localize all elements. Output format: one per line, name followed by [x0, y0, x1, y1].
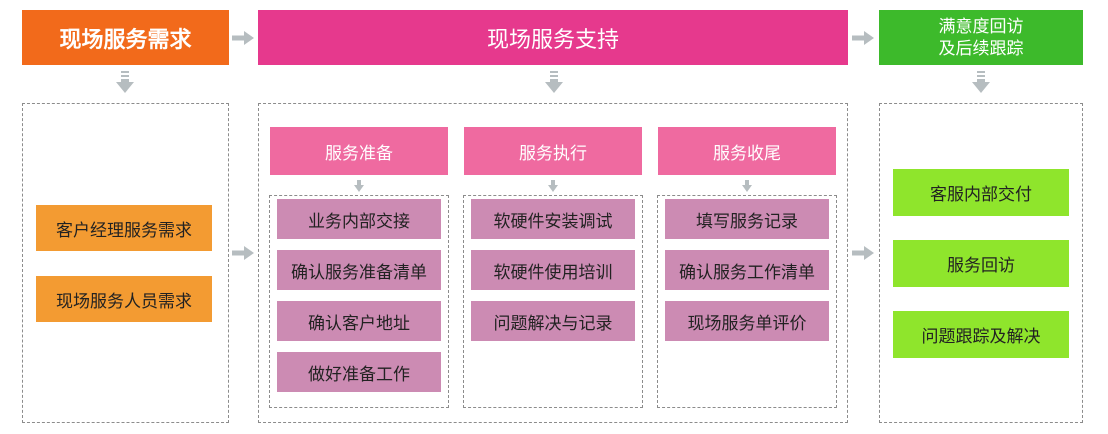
right-column-container	[879, 103, 1083, 423]
left-column-item: 客户经理服务需求	[36, 205, 212, 251]
right-arrow-icon	[852, 246, 874, 260]
subheader-service-prepare-label: 服务准备	[325, 143, 393, 164]
subheader-service-execute-label: 服务执行	[519, 143, 587, 164]
prepare-item-label: 确认客户地址	[308, 313, 410, 334]
right-column-item: 问题跟踪及解决	[893, 311, 1069, 358]
prepare-item: 做好准备工作	[277, 352, 441, 392]
close-items-container	[657, 195, 837, 408]
right-column-item: 客服内部交付	[893, 169, 1069, 216]
down-arrow-icon	[972, 71, 990, 93]
prepare-item: 确认客户地址	[277, 301, 441, 341]
left-column-item: 现场服务人员需求	[36, 276, 212, 322]
prepare-item: 业务内部交接	[277, 199, 441, 239]
right-column-item-label: 服务回访	[947, 256, 1015, 276]
right-arrow-icon	[852, 31, 874, 45]
close-item: 填写服务记录	[665, 199, 829, 239]
middle-column-container	[258, 103, 848, 423]
header-satisfaction-line2: 及后续跟踪	[938, 38, 1024, 59]
subheader-service-close: 服务收尾	[658, 127, 836, 175]
prepare-item: 确认服务准备清单	[277, 250, 441, 290]
close-item: 确认服务工作清单	[665, 250, 829, 290]
down-arrow-icon	[742, 180, 752, 192]
subheader-service-prepare: 服务准备	[270, 127, 448, 175]
subheader-service-close-label: 服务收尾	[713, 143, 781, 164]
close-item: 现场服务单评价	[665, 301, 829, 341]
right-column-item-label: 客服内部交付	[930, 185, 1032, 205]
down-arrow-icon	[548, 180, 558, 192]
header-service-support-label: 现场服务支持	[486, 27, 619, 53]
right-column-item: 服务回访	[893, 240, 1069, 287]
prepare-item-label: 做好准备工作	[308, 364, 410, 385]
prepare-item-label: 业务内部交接	[308, 211, 410, 232]
close-item-label: 确认服务工作清单	[679, 262, 815, 283]
execute-item: 软硬件使用培训	[471, 250, 635, 290]
execute-item: 软硬件安装调试	[471, 199, 635, 239]
header-service-support: 现场服务支持	[258, 10, 848, 65]
down-arrow-icon	[545, 71, 563, 93]
header-satisfaction-line1: 满意度回访	[938, 16, 1024, 37]
close-item-label: 现场服务单评价	[687, 313, 807, 334]
left-column-container	[22, 103, 229, 423]
execute-item-label: 软硬件安装调试	[493, 211, 613, 232]
prepare-item-label: 确认服务准备清单	[291, 262, 427, 283]
right-arrow-icon	[232, 246, 254, 260]
close-item-label: 填写服务记录	[696, 211, 798, 232]
header-satisfaction-followup: 满意度回访 及后续跟踪	[879, 10, 1083, 65]
down-arrow-icon	[116, 71, 134, 93]
header-service-demand-label: 现场服务需求	[59, 27, 192, 53]
header-service-demand: 现场服务需求	[22, 10, 229, 65]
prepare-items-container	[269, 195, 449, 408]
down-arrow-icon	[354, 180, 364, 192]
left-column-item-label: 客户经理服务需求	[56, 220, 192, 241]
execute-item-label: 软硬件使用培训	[493, 262, 613, 283]
right-column-item-label: 问题跟踪及解决	[921, 327, 1041, 347]
right-arrow-icon	[232, 31, 254, 45]
execute-items-container	[463, 195, 643, 408]
execute-item-label: 问题解决与记录	[493, 313, 613, 334]
left-column-item-label: 现场服务人员需求	[56, 291, 192, 312]
subheader-service-execute: 服务执行	[464, 127, 642, 175]
execute-item: 问题解决与记录	[471, 301, 635, 341]
